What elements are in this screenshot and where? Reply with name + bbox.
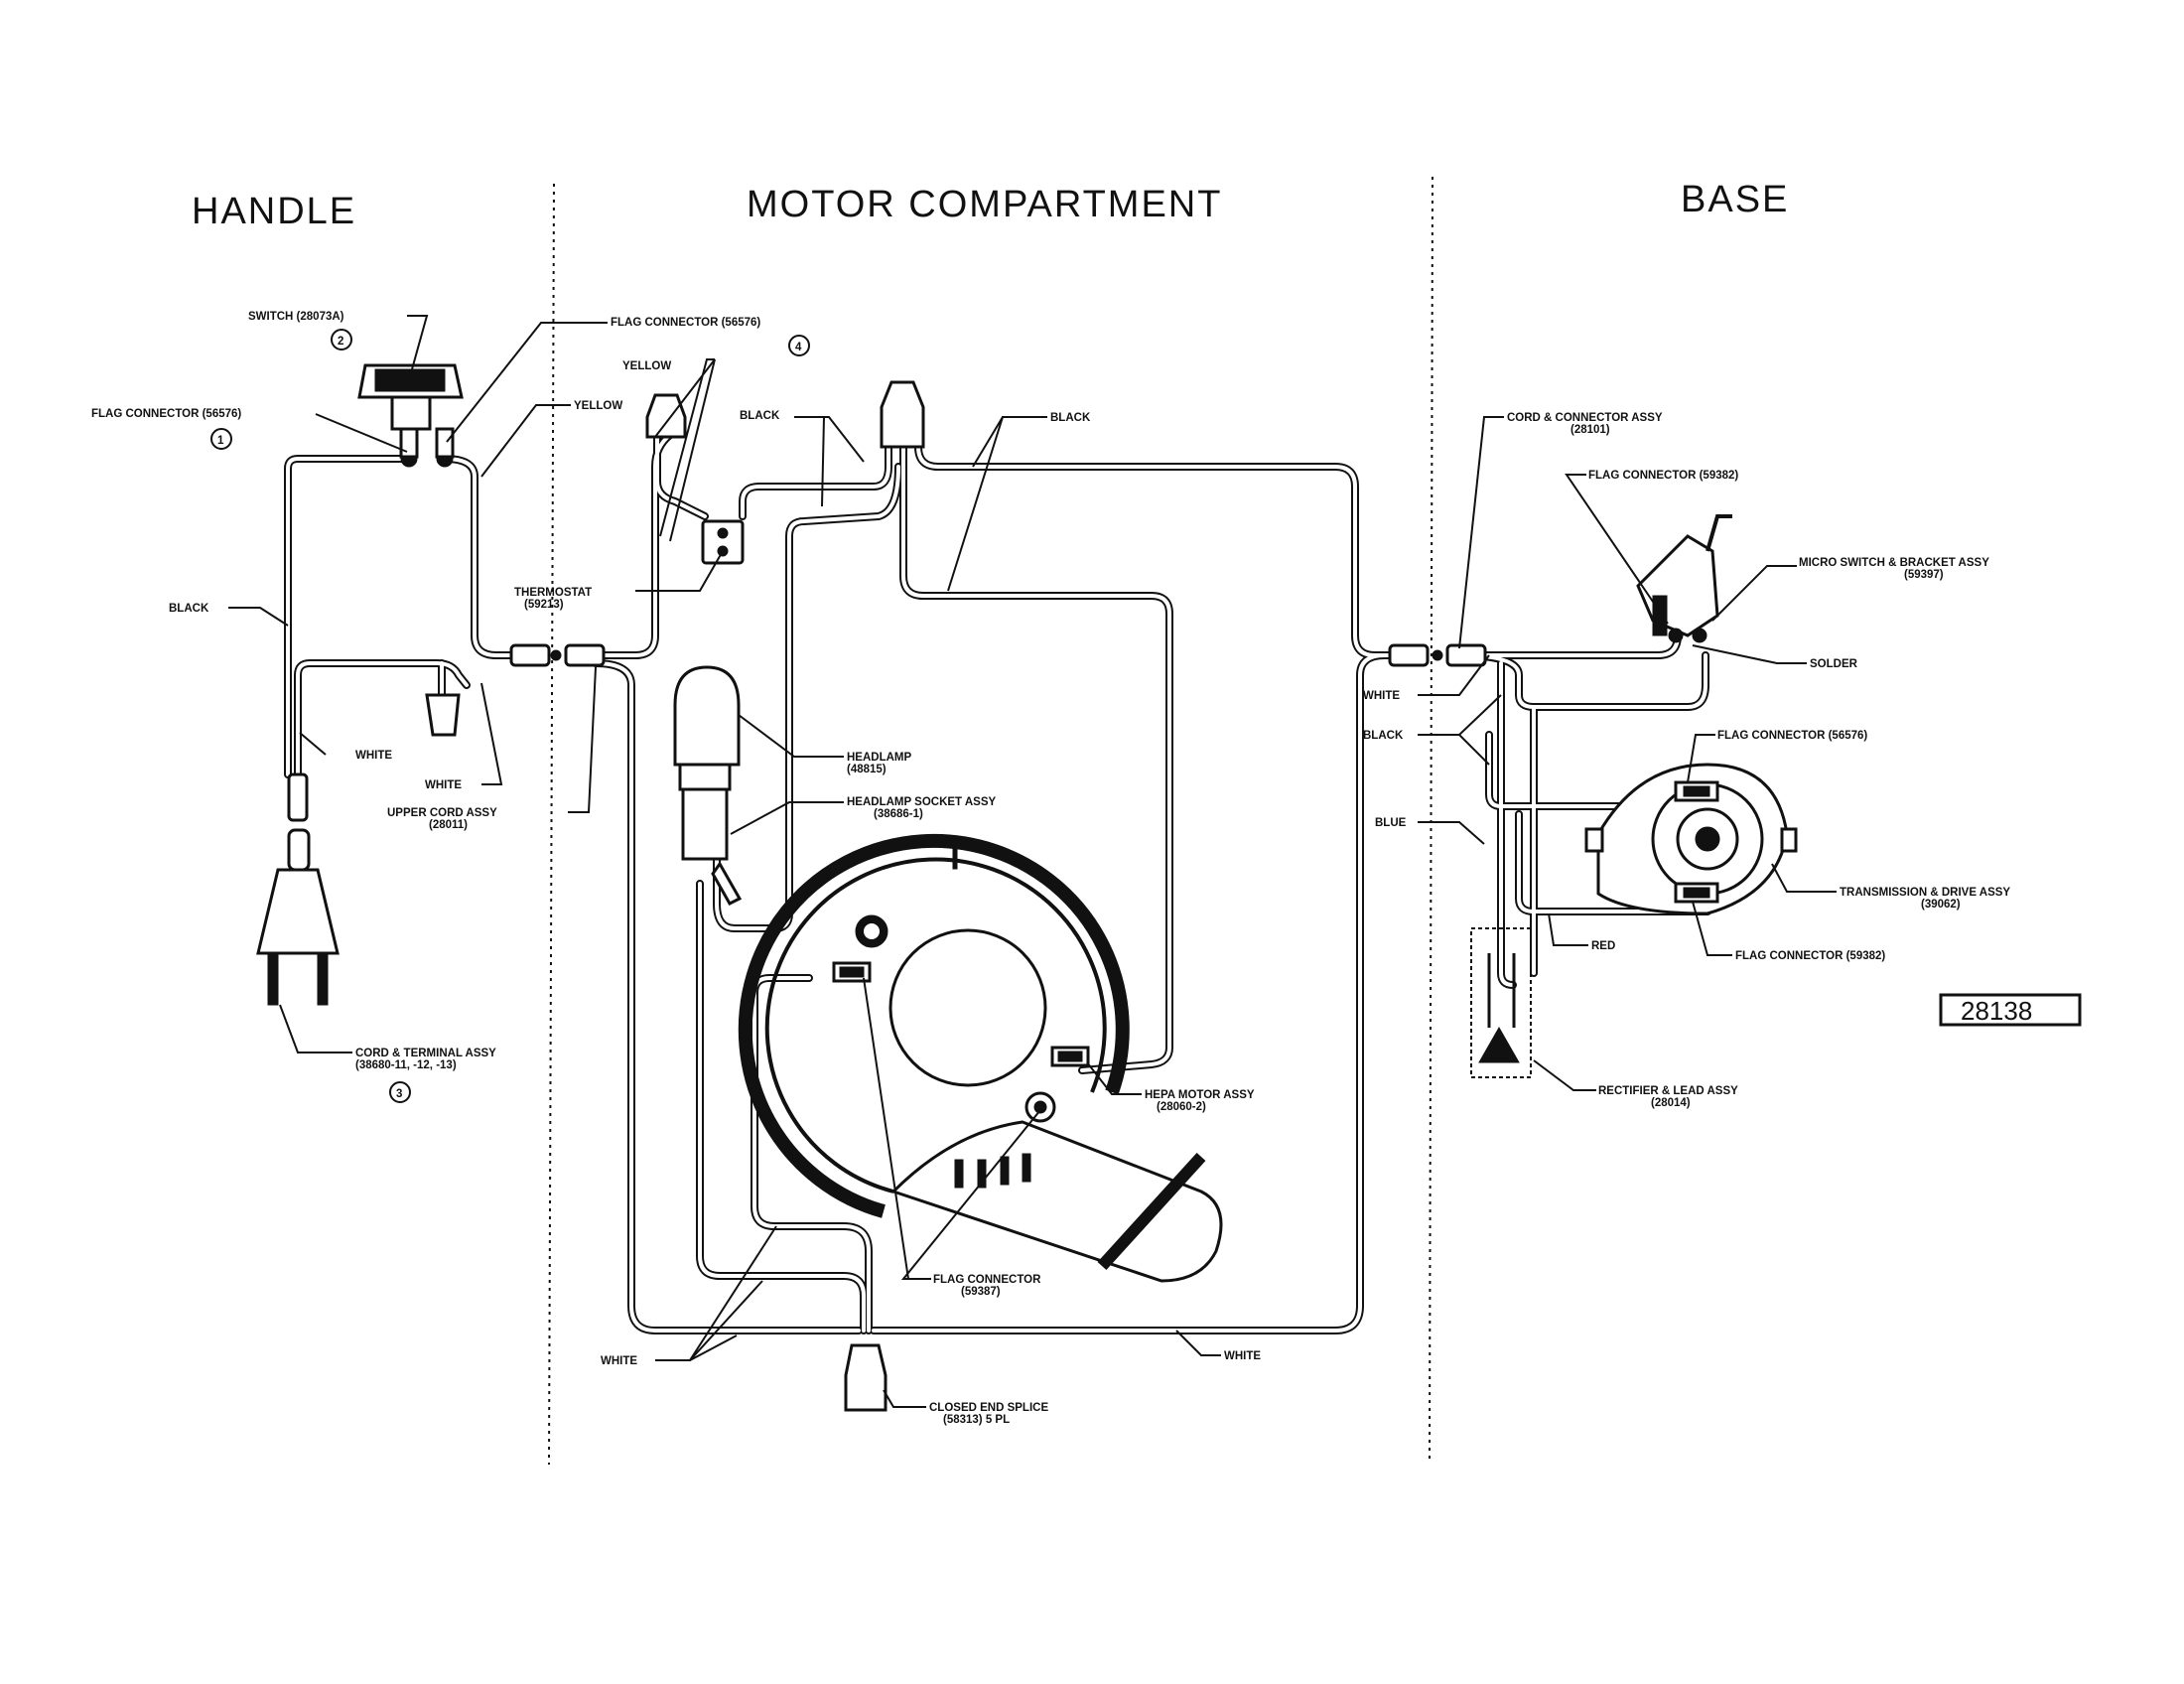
label-headlamp-1: HEADLAMP <box>847 752 911 764</box>
label-rectifier-2: (28014) <box>1651 1097 1691 1109</box>
label-black-handle: BLACK <box>169 603 209 615</box>
switch-component <box>357 363 464 468</box>
label-flag-connector-top: FLAG CONNECTOR (56576) <box>611 317 760 329</box>
thermostat-component <box>701 519 745 565</box>
label-flag-59382-top: FLAG CONNECTOR (59382) <box>1588 470 1738 482</box>
label-white-handle-2: WHITE <box>425 779 462 791</box>
divider-motor-base <box>1429 176 1433 1461</box>
label-rectifier-1: RECTIFIER & LEAD ASSY <box>1598 1085 1738 1097</box>
label-yellow-left: YELLOW <box>574 400 622 412</box>
label-hepa-1: HEPA MOTOR ASSY <box>1145 1089 1255 1101</box>
label-upper-cord-2: (28011) <box>429 819 468 831</box>
label-transmission-2: (39062) <box>1921 899 1961 911</box>
base-cord-connector <box>1388 643 1487 667</box>
note-marker-1: 1 <box>210 428 232 450</box>
drawing-number-box <box>1939 993 2082 1027</box>
closed-end-splice <box>844 1343 887 1412</box>
label-transmission-1: TRANSMISSION & DRIVE ASSY <box>1840 887 2010 899</box>
leader-lines <box>228 315 1837 1408</box>
component-labels: SWITCH (28073A) FLAG CONNECTOR (56576) F… <box>91 311 2010 1426</box>
label-cord-connector-2: (28101) <box>1570 424 1610 436</box>
label-splice-2: (58313) 5 PL <box>943 1414 1010 1426</box>
label-white-bottom-left: WHITE <box>601 1355 637 1367</box>
label-switch: SWITCH (28073A) <box>248 311 344 323</box>
svg-text:3: 3 <box>396 1088 402 1100</box>
divider-handle-motor <box>548 183 555 1466</box>
yellow-splice <box>645 393 687 439</box>
rectifier-component <box>1470 927 1532 1078</box>
label-flag-59382-bottom: FLAG CONNECTOR (59382) <box>1735 950 1885 962</box>
label-flag-56576-base: FLAG CONNECTOR (56576) <box>1717 730 1867 742</box>
label-thermostat-1: THERMOSTAT <box>514 587 592 599</box>
section-title-base: BASE <box>1681 179 1789 220</box>
section-title-motor: MOTOR COMPARTMENT <box>747 184 1222 225</box>
black-splice-top <box>880 380 925 449</box>
label-black-base: BLACK <box>1363 730 1404 742</box>
upper-cord-connector <box>509 643 606 667</box>
transmission-component <box>1584 763 1798 915</box>
note-marker-3: 3 <box>389 1081 411 1103</box>
micro-switch-component <box>1636 514 1732 643</box>
label-flag-connector-left: FLAG CONNECTOR (56576) <box>91 408 241 420</box>
label-micro-switch-2: (59397) <box>1904 569 1944 581</box>
white-splice-handle <box>425 693 461 737</box>
label-headlamp-socket-1: HEADLAMP SOCKET ASSY <box>847 796 996 808</box>
label-white-bottom-right: WHITE <box>1224 1350 1261 1362</box>
label-thermostat-2: (59213) <box>524 599 564 611</box>
hepa-motor-component <box>738 833 1223 1283</box>
headlamp-component <box>673 665 743 906</box>
label-black-motor-right: BLACK <box>1050 412 1091 424</box>
label-cord-terminal-1: CORD & TERMINAL ASSY <box>355 1048 496 1059</box>
label-black-motor-left: BLACK <box>740 410 780 422</box>
label-flag-59387-2: (59387) <box>961 1286 1001 1298</box>
section-title-handle: HANDLE <box>192 191 356 232</box>
svg-text:1: 1 <box>217 435 224 447</box>
svg-text:2: 2 <box>338 336 343 348</box>
label-cord-terminal-2: (38680-11, -12, -13) <box>355 1059 457 1071</box>
label-solder: SOLDER <box>1810 658 1858 670</box>
label-upper-cord-1: UPPER CORD ASSY <box>387 807 497 819</box>
note-marker-4: 4 <box>788 335 810 356</box>
note-marker-2: 2 <box>331 329 352 351</box>
label-cord-connector-1: CORD & CONNECTOR ASSY <box>1507 412 1663 424</box>
label-headlamp-socket-2: (38686-1) <box>874 808 923 820</box>
wire-harness <box>284 431 1711 1334</box>
label-yellow-top: YELLOW <box>622 360 671 372</box>
label-micro-switch-1: MICRO SWITCH & BRACKET ASSY <box>1799 557 1989 569</box>
power-plug <box>256 772 340 1006</box>
label-blue-base: BLUE <box>1375 817 1407 829</box>
drawing-number: 28138 <box>1961 996 2032 1026</box>
label-hepa-2: (28060-2) <box>1157 1101 1206 1113</box>
svg-text:4: 4 <box>795 342 802 353</box>
label-white-handle: WHITE <box>355 750 392 762</box>
label-flag-59387-1: FLAG CONNECTOR <box>933 1274 1041 1286</box>
label-headlamp-2: (48815) <box>847 764 887 775</box>
label-splice-1: CLOSED END SPLICE <box>929 1402 1048 1414</box>
label-red-base: RED <box>1591 940 1615 952</box>
label-white-base: WHITE <box>1363 690 1400 702</box>
